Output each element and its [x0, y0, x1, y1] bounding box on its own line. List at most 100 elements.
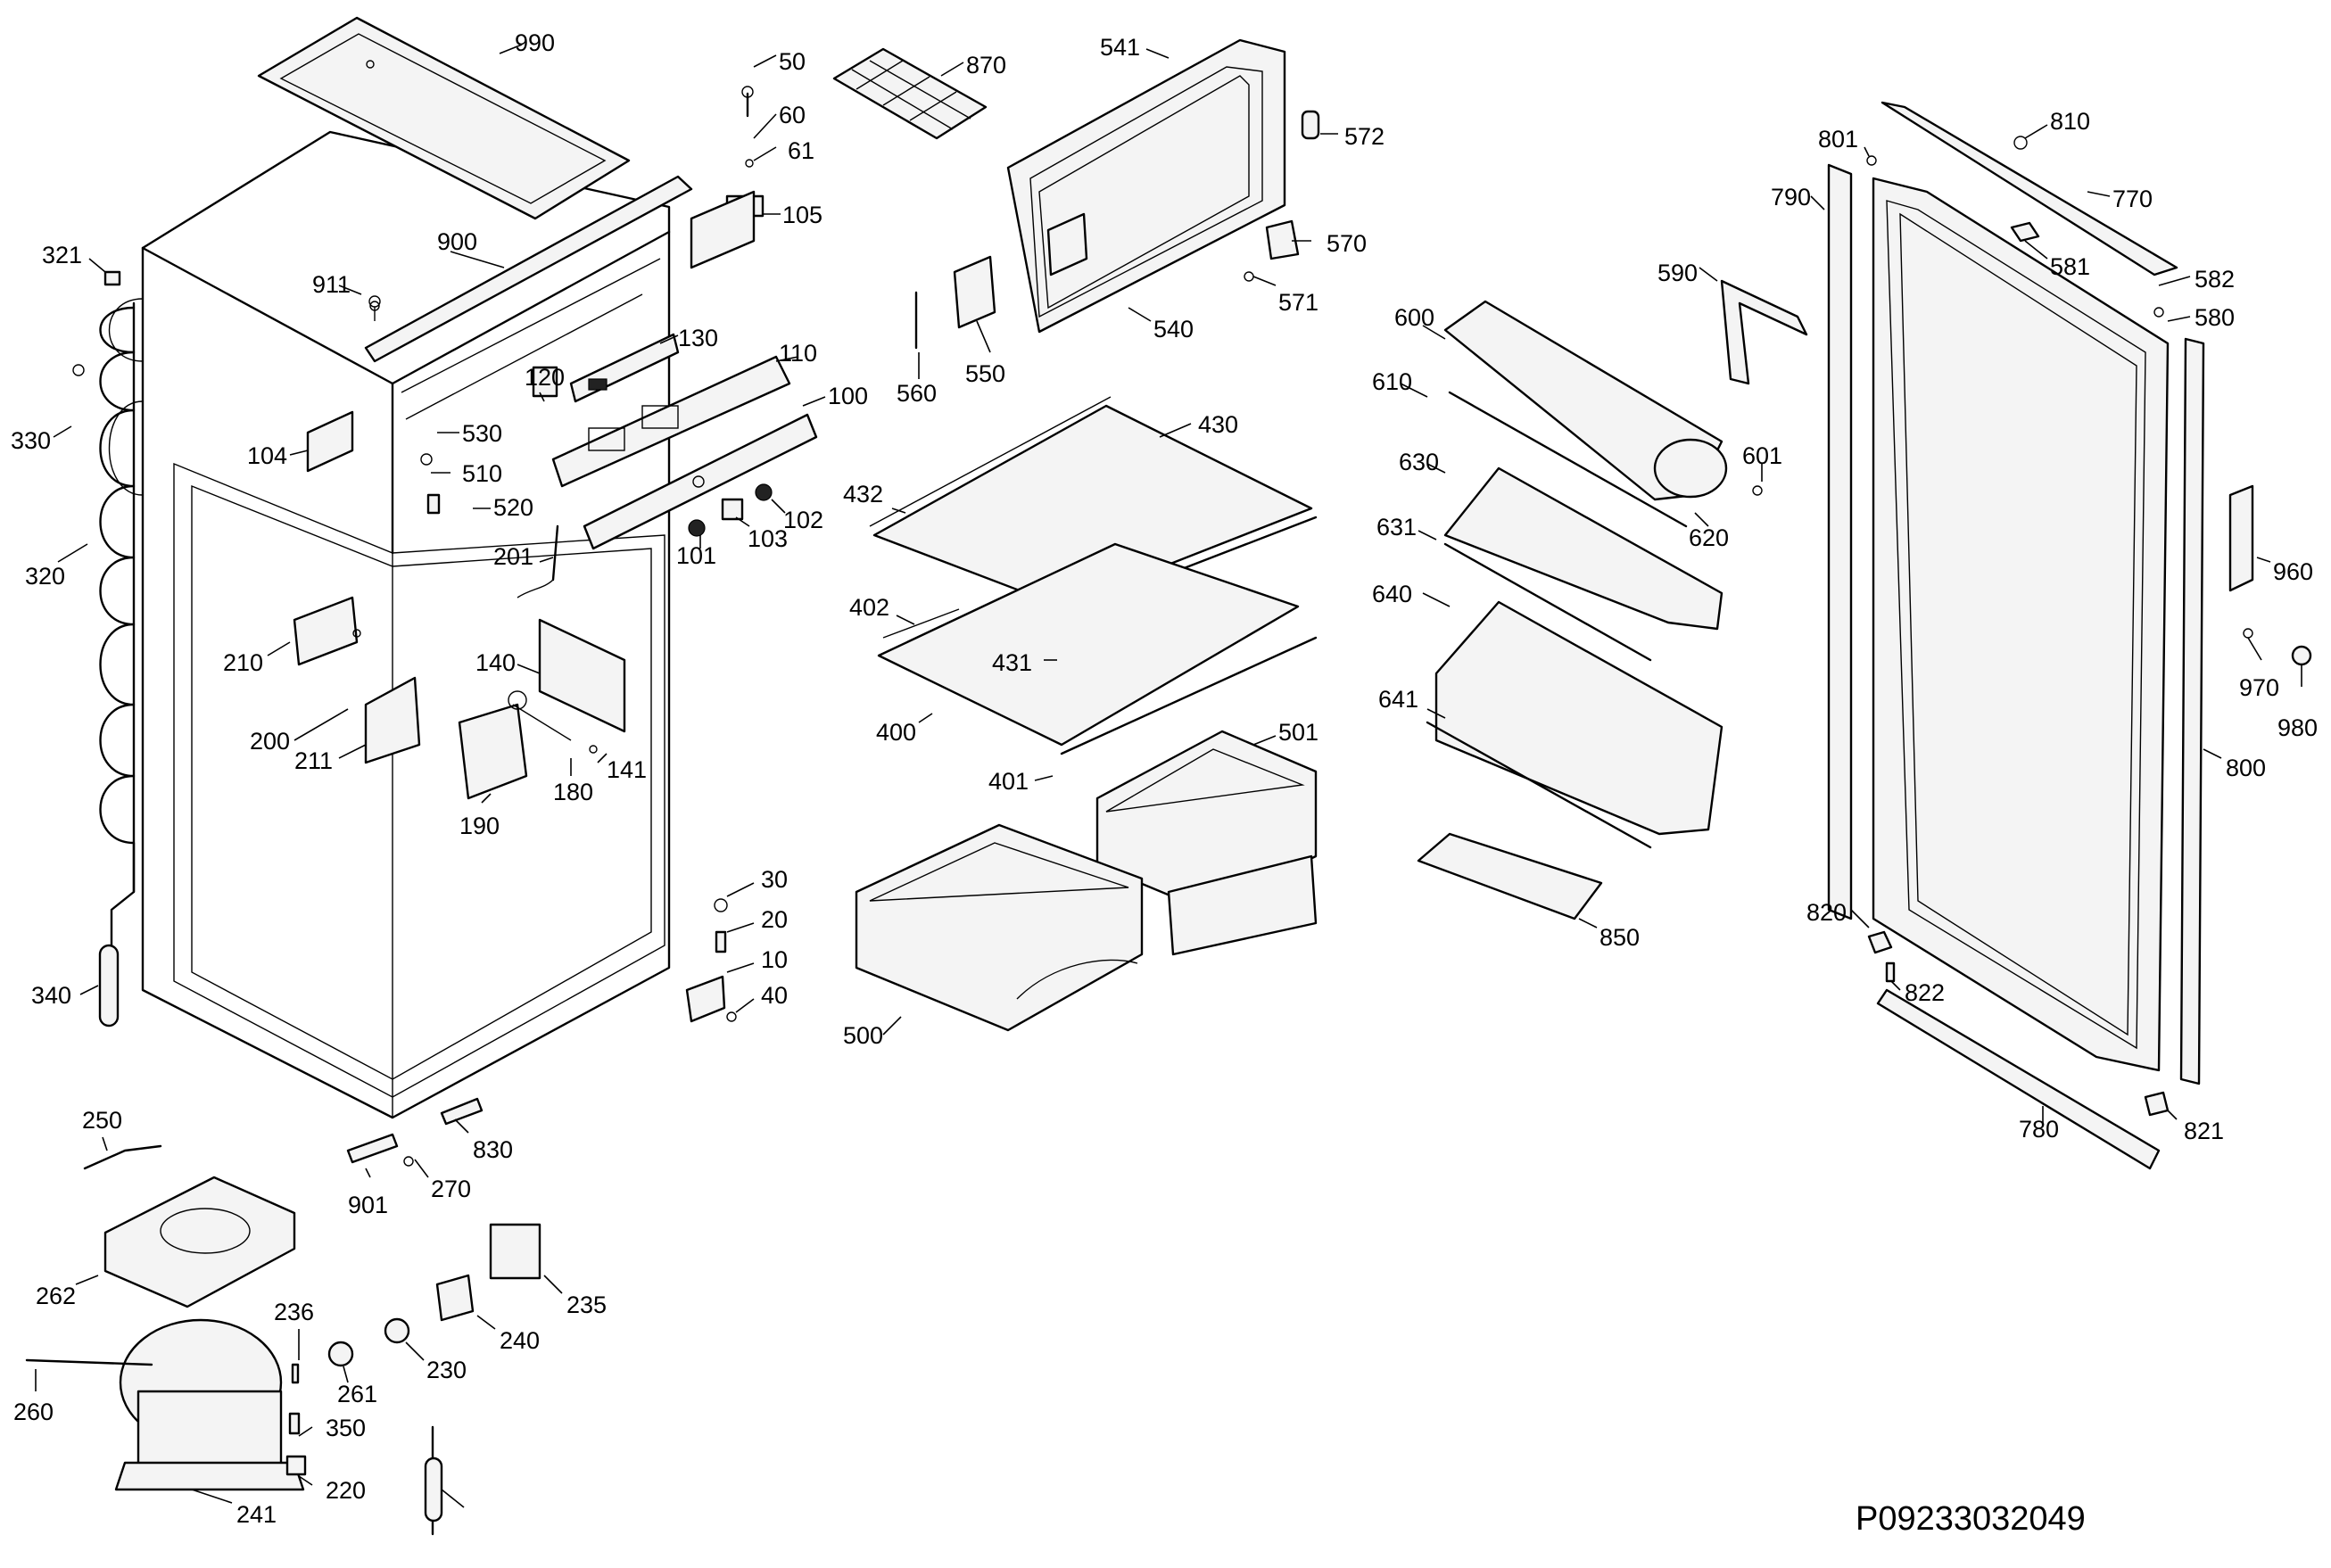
part-label: 550	[965, 360, 1005, 387]
part-label: 50	[779, 48, 806, 75]
compressor-section	[25, 1097, 541, 1536]
part-label: 102	[783, 507, 823, 533]
part-label: 631	[1376, 514, 1417, 541]
part-label: 262	[36, 1283, 76, 1309]
part-label: 60	[779, 102, 806, 128]
part-label: 870	[966, 52, 1006, 78]
part-label: 970	[2239, 674, 2279, 701]
part-label: 260	[13, 1399, 54, 1425]
bottom-hinge-parts	[685, 898, 737, 1023]
part-label: 640	[1372, 581, 1412, 607]
part-label: 230	[426, 1357, 467, 1383]
part-label: 20	[761, 906, 788, 933]
part-label: 990	[515, 29, 555, 56]
part-label: 540	[1153, 316, 1194, 342]
part-label: 801	[1818, 126, 1858, 153]
part-label: 330	[11, 427, 51, 454]
part-label: 240	[500, 1327, 540, 1354]
part-label: 590	[1657, 260, 1698, 286]
part-label: 103	[748, 525, 788, 552]
part-label: 560	[897, 380, 937, 407]
part-label: 201	[493, 543, 533, 570]
part-label: 810	[2050, 108, 2090, 135]
part-label: 630	[1399, 449, 1439, 475]
part-label: 601	[1742, 442, 1782, 469]
part-label: 431	[992, 649, 1032, 676]
part-label: 30	[761, 866, 788, 893]
part-label: 541	[1100, 34, 1140, 61]
part-label: 850	[1599, 924, 1640, 951]
top-cover-990	[257, 16, 631, 220]
part-label: 400	[876, 719, 916, 746]
part-label: 572	[1344, 123, 1385, 150]
part-label: 821	[2184, 1118, 2224, 1144]
part-label: 110	[779, 340, 817, 367]
ice-tray	[832, 47, 988, 140]
crisper-drawers	[855, 730, 1318, 1032]
part-label: 140	[475, 649, 516, 676]
part-label: 100	[828, 383, 868, 409]
part-label: 180	[553, 779, 593, 805]
part-label: 510	[462, 460, 502, 487]
part-label: 581	[2050, 253, 2090, 280]
refrigerator-door	[1827, 101, 2312, 1170]
part-label: 210	[223, 649, 263, 676]
part-label: 130	[678, 325, 718, 351]
part-label: 610	[1372, 368, 1412, 395]
part-label: 190	[459, 813, 500, 839]
part-label: 820	[1806, 899, 1847, 926]
part-label: 10	[761, 946, 788, 973]
part-label: 402	[849, 594, 889, 621]
part-label: 790	[1771, 184, 1811, 210]
part-label: 580	[2195, 304, 2235, 331]
part-label: 570	[1327, 230, 1367, 257]
part-label: 620	[1689, 524, 1729, 551]
part-label: 960	[2273, 558, 2313, 585]
part-label: 822	[1905, 979, 1945, 1006]
part-label: 320	[25, 563, 65, 590]
part-label: 800	[2226, 755, 2266, 781]
part-label: 900	[437, 228, 477, 255]
part-label: 250	[82, 1107, 122, 1134]
part-label: 520	[493, 494, 533, 521]
part-label: 101	[676, 542, 716, 569]
part-label: 270	[431, 1176, 471, 1202]
part-label: 901	[348, 1192, 388, 1218]
part-label: 501	[1278, 719, 1318, 746]
door-bins	[1417, 279, 1808, 920]
part-label: 241	[236, 1501, 277, 1528]
part-label: 105	[782, 202, 822, 228]
light-cover-parts	[293, 596, 626, 800]
glass-shelves	[869, 396, 1318, 755]
leader-lines	[35, 44, 2302, 1508]
condenser-coil	[99, 298, 144, 947]
part-label: 211	[294, 747, 333, 774]
part-label: 911	[312, 271, 351, 298]
part-label: 40	[761, 982, 788, 1009]
part-label: 641	[1378, 686, 1418, 713]
part-label: 236	[274, 1299, 314, 1325]
part-label: 61	[788, 137, 814, 164]
freezer-door	[914, 38, 1320, 350]
part-label: 401	[988, 768, 1029, 795]
part-label: 571	[1278, 289, 1318, 316]
part-label: 980	[2277, 714, 2318, 741]
part-label: 220	[326, 1477, 366, 1504]
part-label: 500	[843, 1022, 883, 1049]
part-label: 235	[566, 1292, 607, 1318]
part-label: 104	[247, 442, 287, 469]
part-label: 830	[473, 1136, 513, 1163]
part-label: 780	[2019, 1116, 2059, 1143]
part-label: 120	[525, 364, 565, 391]
part-label: 141	[607, 756, 647, 783]
document-id: P09233032049	[1856, 1500, 2086, 1538]
part-number-labels: 990 50 870 541 60 61 572 105 570 571 540…	[11, 29, 2318, 1528]
part-label: 261	[337, 1381, 377, 1407]
control-panel-assembly	[368, 86, 818, 598]
part-label: 582	[2195, 266, 2235, 293]
part-label: 530	[462, 420, 502, 447]
part-label: 600	[1394, 304, 1434, 331]
part-label: 340	[31, 982, 71, 1009]
part-label: 350	[326, 1415, 366, 1441]
cabinet-drawing	[141, 130, 693, 1119]
